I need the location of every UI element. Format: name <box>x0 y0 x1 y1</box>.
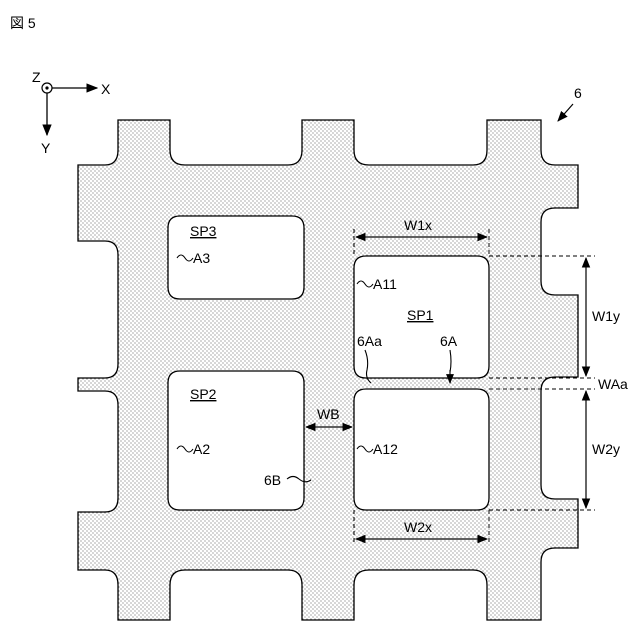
sp1-label: SP1 <box>407 307 434 323</box>
6aa-label: 6Aa <box>357 333 382 349</box>
a3-leader <box>177 255 193 261</box>
w1x-label: W1x <box>404 217 432 233</box>
sp2-label: SP2 <box>190 386 217 402</box>
figure-title: 図 5 <box>10 15 36 31</box>
a12-leader <box>357 446 373 452</box>
w2y-label: W2y <box>592 441 620 457</box>
x-axis-label: X <box>101 81 111 97</box>
reference-numeral-6: 6 <box>574 85 582 101</box>
wb-label: WB <box>317 406 340 422</box>
z-axis-label: Z <box>32 69 41 85</box>
6b-label: 6B <box>264 472 281 488</box>
y-axis-label: Y <box>41 140 51 156</box>
w1y-label: W1y <box>592 308 620 324</box>
a11-leader <box>357 281 373 287</box>
waa-label: WAa <box>598 376 628 392</box>
a3-label: A3 <box>193 250 210 266</box>
coordinate-axes: Z X Y <box>32 69 111 156</box>
6a-label: 6A <box>440 333 458 349</box>
a12-label: A12 <box>373 441 398 457</box>
w2x-label: W2x <box>404 519 432 535</box>
6a-leader-line <box>450 350 451 372</box>
sp3-label: SP3 <box>190 223 217 239</box>
a2-leader <box>177 446 193 452</box>
reference-leader-arrow <box>558 104 573 121</box>
a11-label: A11 <box>373 276 397 292</box>
mesh-layer-6 <box>78 120 578 620</box>
a2-label: A2 <box>193 441 210 457</box>
